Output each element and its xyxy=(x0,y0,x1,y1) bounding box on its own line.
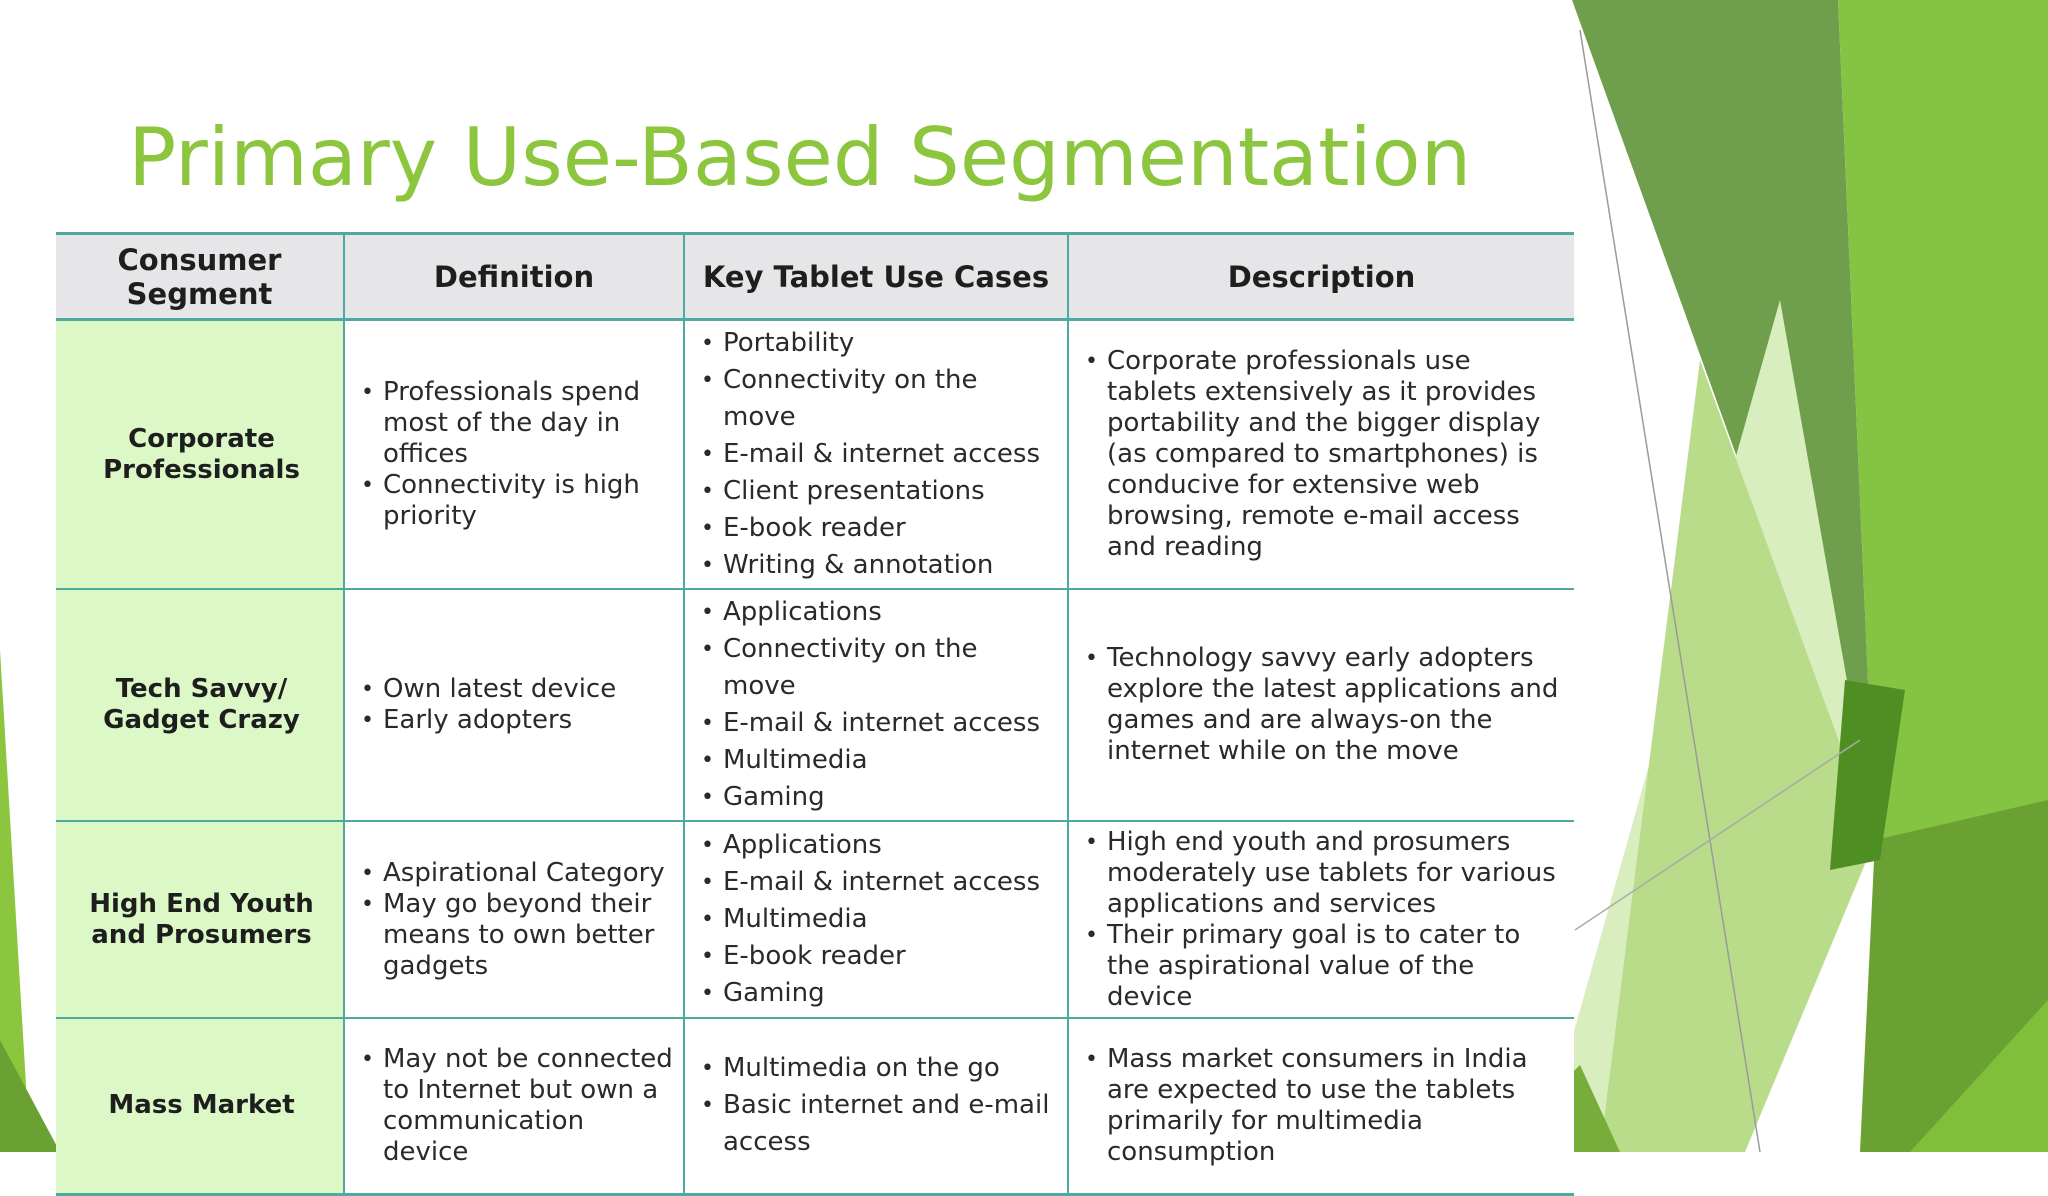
table-row: Corporate Professionals Professionals sp… xyxy=(56,319,1574,590)
use-case-bullet: Multimedia xyxy=(699,901,1057,938)
table-row: Mass Market May not be connected to Inte… xyxy=(56,1018,1574,1196)
use-case-bullet: Basic internet and e-mail access xyxy=(699,1087,1057,1161)
definition-cell: Own latest device Early adopters xyxy=(343,589,685,822)
header-definition: Definition xyxy=(343,232,685,321)
description-bullet: High end youth and prosumers moderately … xyxy=(1083,827,1564,920)
use-case-bullet: Applications xyxy=(699,827,1057,864)
definition-bullet: Professionals spend most of the day in o… xyxy=(359,377,673,470)
header-key-tablet-use-cases: Key Tablet Use Cases xyxy=(683,232,1069,321)
use-case-bullet: E-mail & internet access xyxy=(699,864,1057,901)
segment-label: Corporate Professionals xyxy=(103,423,300,485)
description-bullet: Mass market consumers in India are expec… xyxy=(1083,1044,1564,1168)
use-cases-cell: Multimedia on the go Basic internet and … xyxy=(683,1018,1069,1196)
description-bullet: Technology savvy early adopters explore … xyxy=(1083,643,1564,767)
use-case-bullet: Connectivity on the move xyxy=(699,631,1057,705)
slide-title: Primary Use-Based Segmentation xyxy=(128,111,1472,204)
use-case-bullet: E-mail & internet access xyxy=(699,705,1057,742)
definition-bullet: Own latest device xyxy=(359,674,673,705)
use-case-bullet: Client presentations xyxy=(699,473,1057,510)
description-cell: High end youth and prosumers moderately … xyxy=(1067,821,1574,1019)
segment-name: Tech Savvy/ Gadget Crazy xyxy=(56,589,345,822)
use-cases-cell: Portability Connectivity on the move E-m… xyxy=(683,319,1069,590)
use-case-bullet: Multimedia on the go xyxy=(699,1050,1057,1087)
table-row: Tech Savvy/ Gadget Crazy Own latest devi… xyxy=(56,589,1574,822)
segment-name: High End Youth and Prosumers xyxy=(56,821,345,1019)
use-case-bullet: Gaming xyxy=(699,975,1057,1012)
segment-name: Mass Market xyxy=(56,1018,345,1196)
table-row: High End Youth and Prosumers Aspirationa… xyxy=(56,821,1574,1019)
definition-bullet: May not be connected to Internet but own… xyxy=(359,1044,673,1168)
use-case-bullet: E-book reader xyxy=(699,938,1057,975)
header-consumer-segment: Consumer Segment xyxy=(56,232,345,321)
use-case-bullet: Applications xyxy=(699,594,1057,631)
description-cell: Mass market consumers in India are expec… xyxy=(1067,1018,1574,1196)
definition-cell: Professionals spend most of the day in o… xyxy=(343,319,685,590)
description-cell: Technology savvy early adopters explore … xyxy=(1067,589,1574,822)
use-case-bullet: Multimedia xyxy=(699,742,1057,779)
definition-cell: Aspirational Category May go beyond thei… xyxy=(343,821,685,1019)
header-description: Description xyxy=(1067,232,1574,321)
segmentation-table: Consumer Segment Definition Key Tablet U… xyxy=(56,232,1574,1196)
table-header-row: Consumer Segment Definition Key Tablet U… xyxy=(56,232,1574,321)
use-cases-cell: Applications Connectivity on the move E-… xyxy=(683,589,1069,822)
definition-cell: May not be connected to Internet but own… xyxy=(343,1018,685,1196)
segment-name: Corporate Professionals xyxy=(56,319,345,590)
segment-label: High End Youth and Prosumers xyxy=(89,888,314,950)
description-bullet: Corporate professionals use tablets exte… xyxy=(1083,346,1564,563)
use-case-bullet: Gaming xyxy=(699,779,1057,816)
segment-label: Mass Market xyxy=(108,1090,295,1121)
use-cases-cell: Applications E-mail & internet access Mu… xyxy=(683,821,1069,1019)
description-cell: Corporate professionals use tablets exte… xyxy=(1067,319,1574,590)
definition-bullet: Connectivity is high priority xyxy=(359,470,673,532)
description-bullet: Their primary goal is to cater to the as… xyxy=(1083,920,1564,1013)
definition-bullet: May go beyond their means to own better … xyxy=(359,889,673,982)
definition-bullet: Early adopters xyxy=(359,705,673,736)
green-facet-decoration xyxy=(0,0,2048,1152)
use-case-bullet: Portability xyxy=(699,325,1057,362)
use-case-bullet: Writing & annotation xyxy=(699,547,1057,584)
use-case-bullet: E-book reader xyxy=(699,510,1057,547)
use-case-bullet: E-mail & internet access xyxy=(699,436,1057,473)
definition-bullet: Aspirational Category xyxy=(359,858,673,889)
segment-label: Tech Savvy/ Gadget Crazy xyxy=(103,674,300,735)
use-case-bullet: Connectivity on the move xyxy=(699,362,1057,436)
